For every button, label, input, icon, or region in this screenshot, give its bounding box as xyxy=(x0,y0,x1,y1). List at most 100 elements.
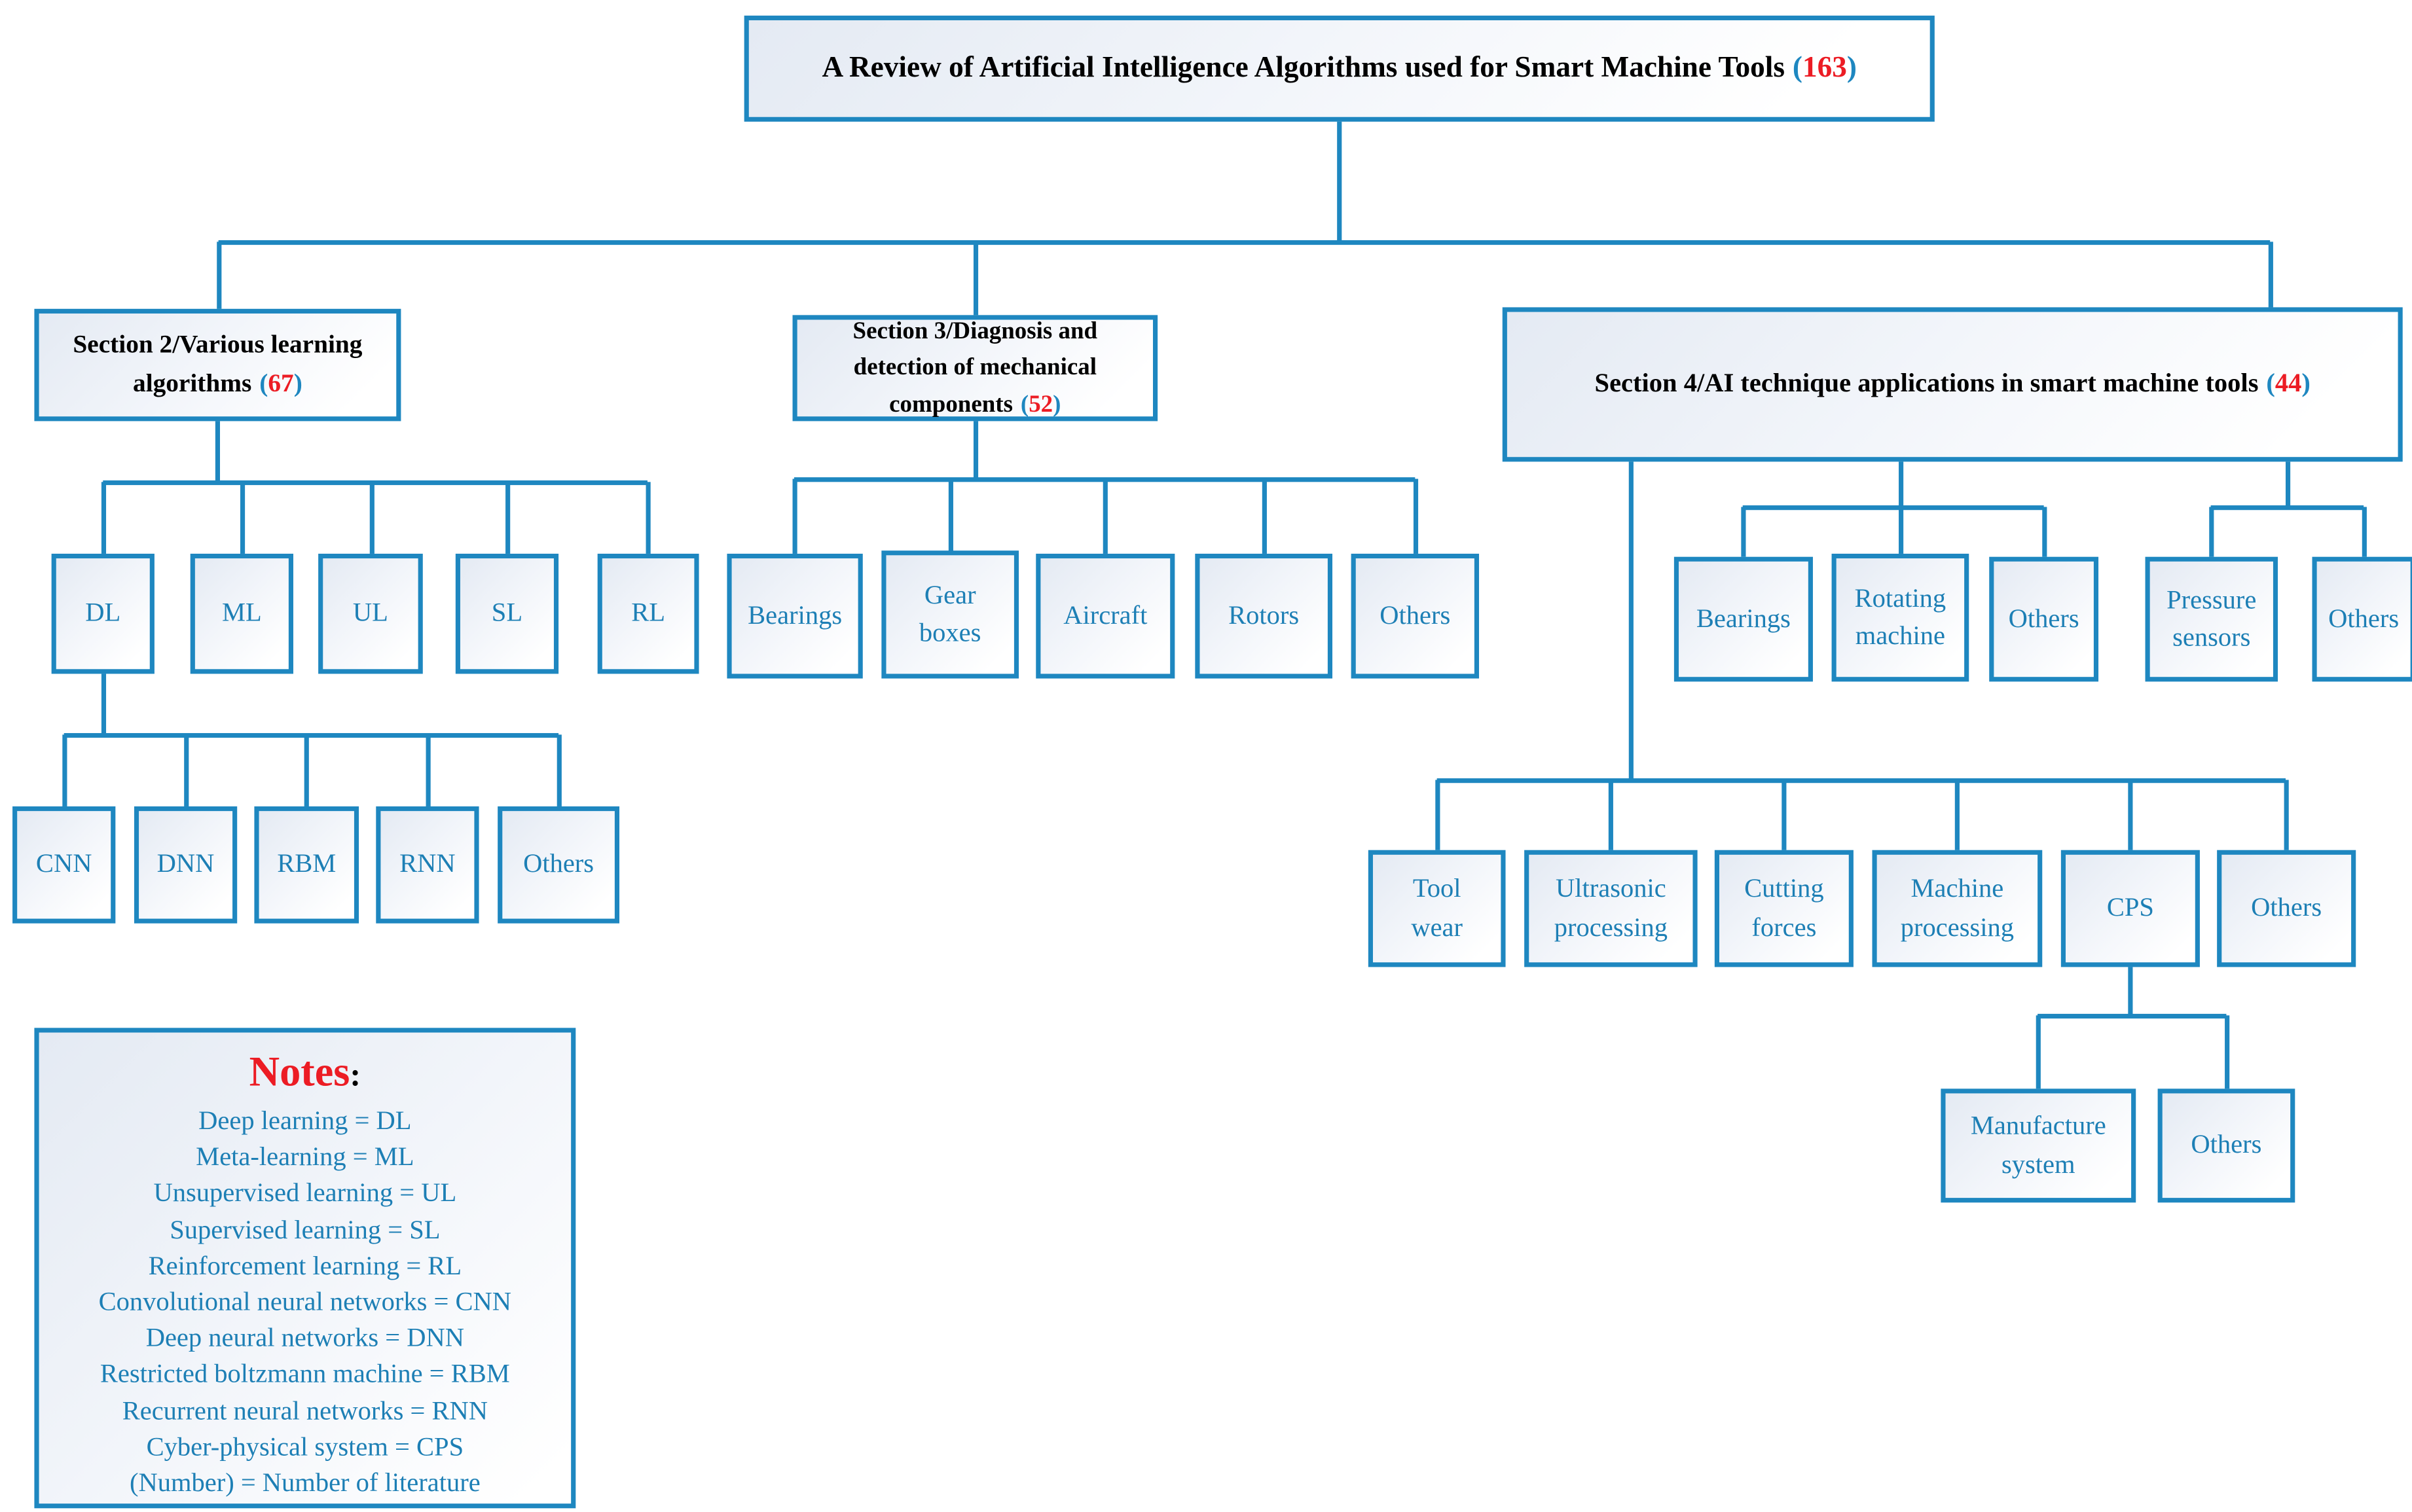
node-ultrasonic-processing: Ultrasonic processing xyxy=(1524,850,1698,967)
section3-box: Section 3/Diagnosis and detection of mec… xyxy=(792,315,1158,422)
node-app-others1: Others xyxy=(1989,556,2099,682)
connector-to-app-bearings xyxy=(1740,507,1745,557)
node-machine-processing: Machine processing xyxy=(1872,850,2043,967)
connector-section2-stub xyxy=(214,421,219,482)
node-sl: SL xyxy=(455,553,559,674)
note-line: Recurrent neural networks = RNN xyxy=(122,1395,488,1426)
connector-to-bearings xyxy=(792,478,797,554)
node-diag-others-label: Others xyxy=(1380,600,1451,630)
node-app-others1-label: Others xyxy=(2008,603,2079,634)
node-cutting-forces-label: Cutting forces xyxy=(1744,874,1824,942)
connector-to-manufacture xyxy=(2035,1015,2040,1089)
connector-cps-bus xyxy=(2037,1013,2227,1018)
node-app-bearings: Bearings xyxy=(1673,556,1813,682)
node-ml: ML xyxy=(190,553,293,674)
node-row2-others-label: Others xyxy=(2251,893,2322,923)
connector-to-cps xyxy=(2127,780,2132,850)
node-gear-boxes-label: Gear boxes xyxy=(919,580,981,647)
note-line: Unsupervised learning = UL xyxy=(153,1178,457,1208)
node-cps-others-label: Others xyxy=(2191,1130,2262,1160)
node-dl-label: DL xyxy=(85,598,121,628)
connector-group2-stub xyxy=(2284,461,2290,507)
section2-box: Section 2/Various learning algorithms(67… xyxy=(34,308,401,422)
connector-to-rl xyxy=(645,482,650,554)
connector-row2-bus xyxy=(1436,777,2286,783)
node-bearings-label: Bearings xyxy=(748,600,843,630)
connector-to-sl xyxy=(504,482,510,554)
node-ul: UL xyxy=(318,553,423,674)
note-line: (Number) = Number of literature xyxy=(129,1467,481,1498)
node-rotating-machine: Rotating machine xyxy=(1831,553,1969,682)
node-machine-processing-label: Machine processing xyxy=(1900,874,2015,942)
notes-box: Notes: Deep learning = DL Meta-learning … xyxy=(34,1028,576,1509)
node-gear-boxes: Gear boxes xyxy=(881,550,1019,679)
node-tool-wear: Tool wear xyxy=(1368,850,1506,967)
section3-label: Section 3/Diagnosis and detection of mec… xyxy=(852,318,1098,418)
connector-root-trunk xyxy=(1336,121,1342,242)
node-rotors-label: Rotors xyxy=(1228,600,1300,630)
connector-to-cps-others xyxy=(2223,1015,2229,1089)
node-cutting-forces: Cutting forces xyxy=(1714,850,1854,967)
connector-to-diag-others xyxy=(1412,478,1417,554)
node-dl-others-label: Others xyxy=(523,849,594,879)
node-ml-label: ML xyxy=(221,598,262,628)
connector-row2-trunk xyxy=(1628,461,1633,780)
node-ul-label: UL xyxy=(352,598,388,628)
connector-to-gearboxes xyxy=(947,478,953,554)
connector-to-section4 xyxy=(2267,242,2273,308)
connector-to-machineprocessing xyxy=(1954,780,1959,850)
node-cnn: CNN xyxy=(12,806,116,924)
connector-to-dnn xyxy=(183,734,189,806)
connector-dl-bus xyxy=(64,732,559,737)
connector-to-ultrasonic xyxy=(1607,780,1613,850)
section2-label: Section 2/Various learning algorithms(67… xyxy=(73,329,363,398)
node-rnn-label: RNN xyxy=(399,849,456,879)
connector-to-app-others1 xyxy=(2041,507,2047,557)
node-cnn-label: CNN xyxy=(35,849,92,879)
note-line: Restricted boltzmann machine = RBM xyxy=(100,1359,510,1389)
node-bearings: Bearings xyxy=(727,553,863,679)
node-rl-label: RL xyxy=(631,598,665,628)
node-aircraft-label: Aircraft xyxy=(1063,600,1148,630)
node-rotating-machine-label: Rotating machine xyxy=(1854,583,1946,651)
connector-to-app-others2 xyxy=(2361,507,2366,557)
connector-to-ml xyxy=(239,482,244,554)
connector-dl-stub xyxy=(100,674,105,735)
node-manufacture-system-label: Manufacture system xyxy=(1970,1111,2106,1179)
node-app-bearings-label: Bearings xyxy=(1696,603,1791,634)
node-diag-others: Others xyxy=(1351,553,1480,679)
connector-to-section3 xyxy=(972,242,978,315)
section4-label: Section 4/AI technique applications in s… xyxy=(1594,369,2311,399)
node-rbm-label: RBM xyxy=(277,849,337,879)
node-row2-others: Others xyxy=(2217,850,2356,967)
node-dnn: DNN xyxy=(134,806,238,924)
node-dl: DL xyxy=(51,553,155,674)
note-line: Meta-learning = ML xyxy=(196,1142,414,1172)
connector-root-bus xyxy=(218,239,2271,244)
node-rnn: RNN xyxy=(376,806,479,924)
node-aircraft: Aircraft xyxy=(1036,553,1175,679)
note-line: Convolutional neural networks = CNN xyxy=(98,1286,512,1317)
node-app-others2: Others xyxy=(2312,556,2412,682)
connector-to-dl-others xyxy=(556,734,561,806)
connector-to-toolwear xyxy=(1434,780,1440,850)
connector-learning-bus xyxy=(103,479,648,484)
notes-lines: Deep learning = DL Meta-learning = ML Un… xyxy=(39,1103,572,1501)
connector-cps-stub xyxy=(2127,967,2132,1016)
connector-to-aircraft xyxy=(1102,478,1107,554)
connector-to-rotors xyxy=(1261,478,1266,554)
root-box: A Review of Artificial Intelligence Algo… xyxy=(744,15,1935,122)
root-title: A Review of Artificial Intelligence Algo… xyxy=(822,51,1857,84)
section4-box: Section 4/AI technique applications in s… xyxy=(1502,307,2403,462)
note-line: Deep learning = DL xyxy=(198,1106,412,1136)
connector-to-rbm xyxy=(303,734,308,806)
node-ultrasonic-processing-label: Ultrasonic processing xyxy=(1554,874,1668,942)
connector-to-pressure xyxy=(2208,507,2214,557)
note-line: Supervised learning = SL xyxy=(170,1214,441,1244)
node-cps-others: Others xyxy=(2157,1089,2295,1203)
connector-section3-stub xyxy=(972,421,978,479)
note-line: Reinforcement learning = RL xyxy=(148,1250,462,1280)
node-tool-wear-label: Tool wear xyxy=(1411,874,1463,942)
node-cps-label: CPS xyxy=(2106,893,2154,923)
